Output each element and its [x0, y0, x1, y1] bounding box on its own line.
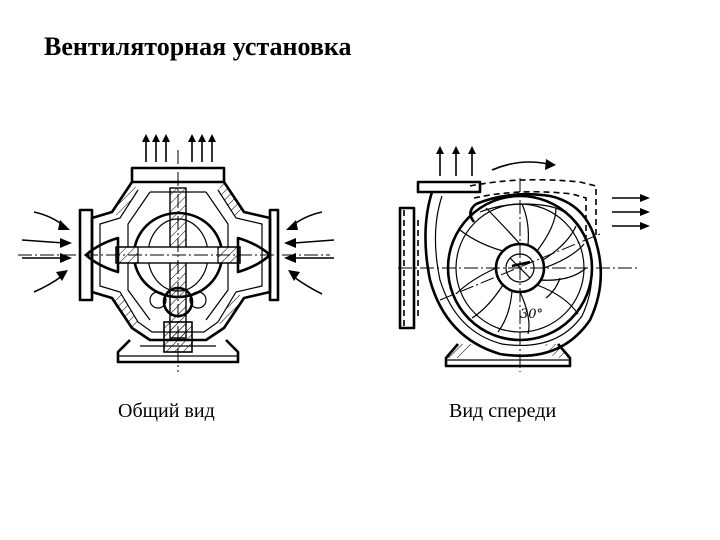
- outlet-arrows-top-right: [436, 146, 556, 176]
- volute-casing: [424, 191, 603, 358]
- outlet-arrows-right: [612, 194, 650, 230]
- outlet-flange-top: [416, 180, 482, 194]
- angle-label: 30°: [520, 307, 543, 322]
- alternate-volute: [469, 178, 597, 242]
- front-view-drawing: 30°: [398, 146, 650, 372]
- caption-front-view: Вид спереди: [449, 400, 557, 422]
- general-view-drawing: [18, 134, 335, 372]
- slide-title: Вентиляторная установка: [44, 32, 352, 61]
- inlet-arrows-left: [21, 211, 72, 293]
- outlet-arrows-top: [142, 134, 216, 162]
- base-feet: [444, 343, 572, 368]
- impeller-blades: [455, 203, 587, 335]
- inlet-arrows-right: [284, 211, 335, 295]
- caption-general-view: Общий вид: [118, 400, 215, 422]
